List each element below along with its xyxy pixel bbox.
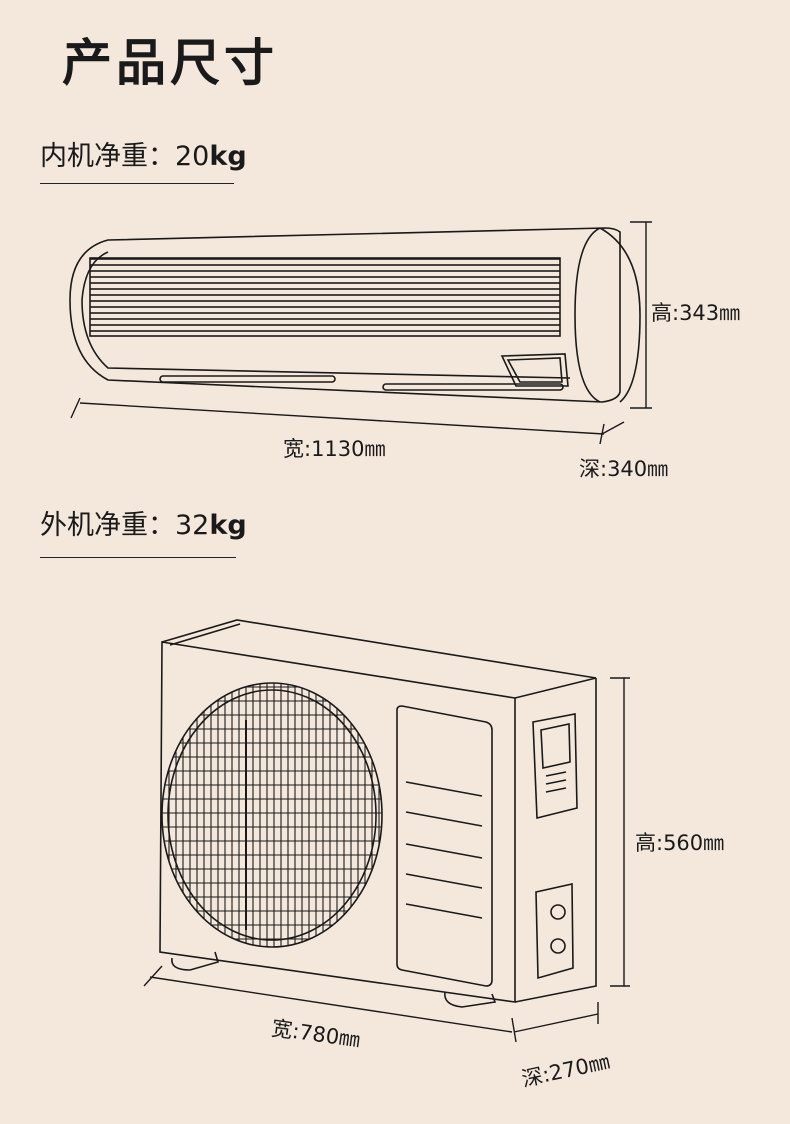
indoor-weight-text: 内机净重：: [40, 141, 175, 172]
indoor-width-label: 宽:1130㎜: [283, 437, 386, 461]
outdoor-weight-underline: [40, 557, 236, 558]
indoor-weight-underline: [40, 183, 234, 184]
outdoor-unit-drawing: [143, 619, 630, 1043]
indoor-weight-label: 内机净重：20kg: [40, 143, 247, 170]
outdoor-weight-text: 外机净重：: [40, 510, 175, 541]
indoor-height-label: 高:343㎜: [651, 301, 741, 325]
outdoor-weight-unit: kg: [209, 510, 247, 541]
indoor-weight-unit: kg: [209, 141, 247, 172]
outdoor-weight-value: 32: [175, 510, 210, 541]
outdoor-height-label: 高:560㎜: [635, 831, 725, 855]
indoor-weight-value: 20: [175, 141, 210, 172]
outdoor-weight-label: 外机净重：32kg: [40, 512, 247, 539]
indoor-unit-drawing: [69, 221, 652, 445]
indoor-depth-label: 深:340㎜: [579, 457, 669, 481]
page-title: 产品尺寸: [62, 34, 278, 92]
